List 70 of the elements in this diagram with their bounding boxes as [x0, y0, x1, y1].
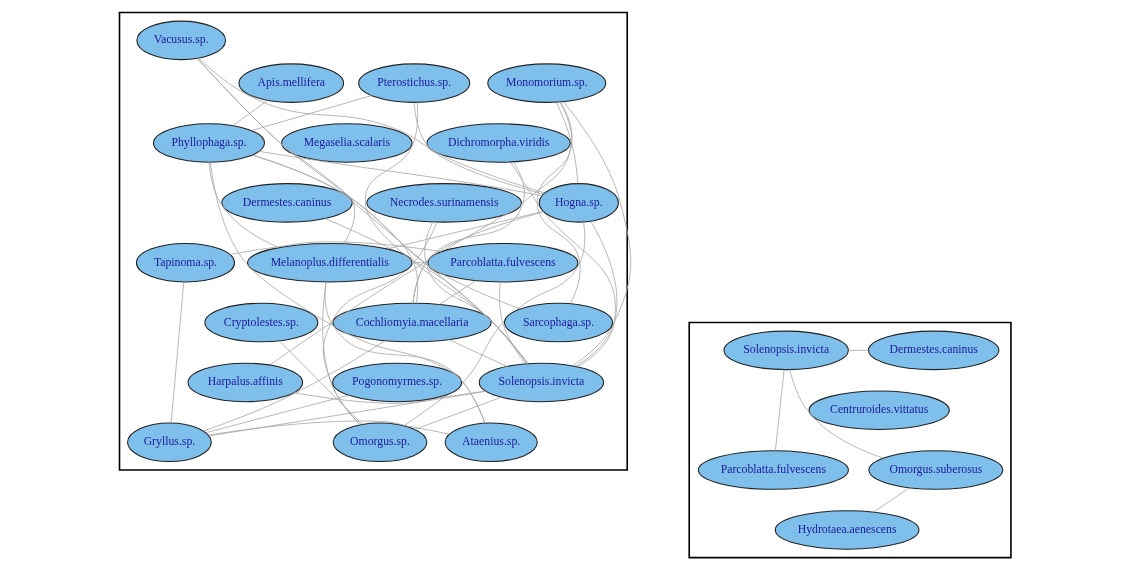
connector — [251, 154, 521, 310]
connector — [324, 281, 486, 424]
connector — [413, 102, 544, 195]
connector — [258, 150, 543, 197]
connector — [403, 221, 586, 427]
node-ellipse: Gryllus.sp. — [127, 422, 212, 463]
node-ellipse: Centruroides.vittatus — [808, 390, 950, 430]
connector — [499, 281, 526, 364]
connector — [575, 221, 618, 367]
connector — [198, 57, 545, 194]
node-ellipse: Solenopsis.invicta — [478, 362, 605, 403]
node-ellipse: Pterostichus.sp. — [358, 63, 471, 103]
connector — [873, 487, 910, 513]
connector — [269, 101, 573, 366]
connector — [203, 340, 385, 432]
node-ellipse: Dichromorpha.viridis — [426, 123, 571, 163]
connector — [208, 390, 487, 437]
node-ellipse: Cryptolestes.sp. — [204, 302, 319, 343]
connector — [789, 369, 884, 459]
connector — [232, 100, 268, 126]
connector — [210, 162, 486, 424]
node-ellipse: Melanoplus.differentialis — [247, 242, 413, 283]
connector — [208, 161, 280, 248]
connector — [322, 221, 438, 425]
node-ellipse: Solenopsis.invicta — [723, 330, 849, 371]
node-ellipse: Ataenius.sp. — [444, 422, 538, 463]
cluster — [688, 321, 1012, 559]
node-ellipse: Parcoblatta.fulvescens — [697, 450, 849, 490]
node-ellipse: Megaselia.scalaris — [281, 123, 413, 163]
connector — [414, 396, 502, 430]
connector — [251, 95, 373, 132]
connector — [562, 101, 632, 367]
connector — [279, 340, 363, 425]
node-ellipse: Pogonomyrmes.sp. — [332, 362, 463, 403]
connector — [251, 154, 528, 365]
connector — [448, 339, 508, 367]
node-ellipse: Parcoblatta.fulvescens — [427, 242, 579, 283]
node-ellipse: Phyllophaga.sp. — [152, 123, 266, 163]
connector — [536, 101, 581, 305]
node-ellipse: Dermestes.caninus — [868, 330, 1000, 371]
connector — [324, 218, 529, 365]
connector — [322, 281, 361, 425]
node-ellipse: Omorgus.suberosus — [868, 450, 1004, 490]
node-ellipse: Tapinoma.sp. — [135, 242, 236, 283]
node-ellipse: Cochliomyia.macellaria — [332, 302, 492, 343]
node-ellipse: Apis.mellifera — [238, 63, 345, 103]
connector — [439, 280, 477, 305]
connector — [170, 281, 185, 424]
node-ellipse: Necrodes.surinamensis — [366, 183, 522, 223]
connector — [208, 420, 450, 436]
node-ellipse: Monomorium.sp. — [487, 63, 607, 103]
connector — [205, 394, 350, 434]
connector — [556, 102, 579, 184]
node-ellipse: Hogna.sp. — [538, 183, 619, 223]
cluster — [118, 11, 628, 471]
connector — [848, 349, 869, 351]
connector — [229, 241, 442, 255]
node-ellipse: Sarcophaga.sp. — [503, 302, 614, 343]
connector — [364, 102, 528, 365]
node-ellipse: Hydrotaea.aenescens — [774, 510, 920, 550]
node-ellipse: Harpalus.affinis — [187, 362, 304, 403]
connector — [196, 58, 356, 245]
connector — [196, 58, 419, 304]
connector — [424, 221, 528, 365]
connector — [510, 161, 616, 368]
connector — [387, 211, 544, 250]
node-ellipse: Omorgus.sp. — [332, 422, 428, 463]
connector — [775, 369, 785, 451]
node-ellipse: Dermestes.caninus — [221, 183, 353, 223]
node-ellipse: Vacusus.sp. — [136, 20, 227, 61]
